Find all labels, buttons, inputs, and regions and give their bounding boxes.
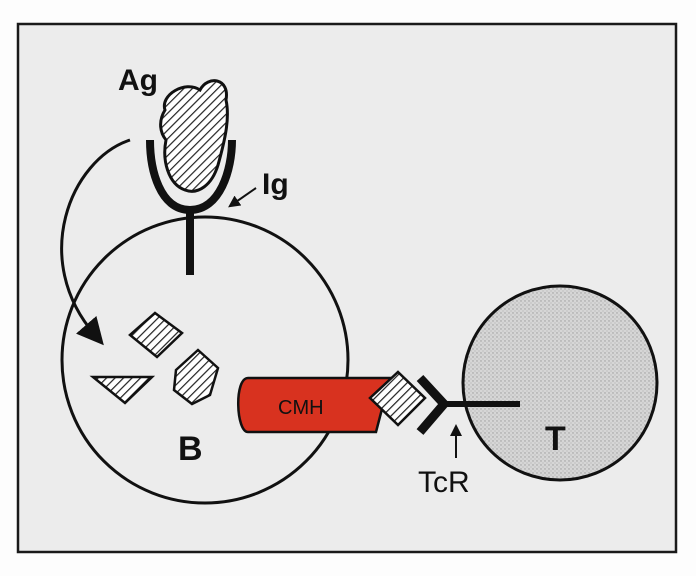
antigen-fragment-icon xyxy=(89,375,156,405)
label-t-cell: T xyxy=(545,420,566,458)
label-tcr: TcR xyxy=(418,466,470,499)
label-ig: Ig xyxy=(262,168,289,201)
antigen-icon xyxy=(159,79,229,193)
label-antigen: Ag xyxy=(118,64,158,97)
t-cell xyxy=(461,284,659,482)
ig-pointer-icon xyxy=(228,187,257,208)
internalization-arrow-icon xyxy=(60,138,131,346)
ig-receptor-icon xyxy=(146,139,236,215)
label-b-cell: B xyxy=(178,430,203,468)
label-mhc: CMH xyxy=(278,397,324,419)
mhc-molecule xyxy=(237,376,392,434)
antigen-fragment-icon xyxy=(128,311,184,359)
antigen-fragment-icon xyxy=(172,348,220,406)
presented-peptide-icon xyxy=(368,370,427,427)
